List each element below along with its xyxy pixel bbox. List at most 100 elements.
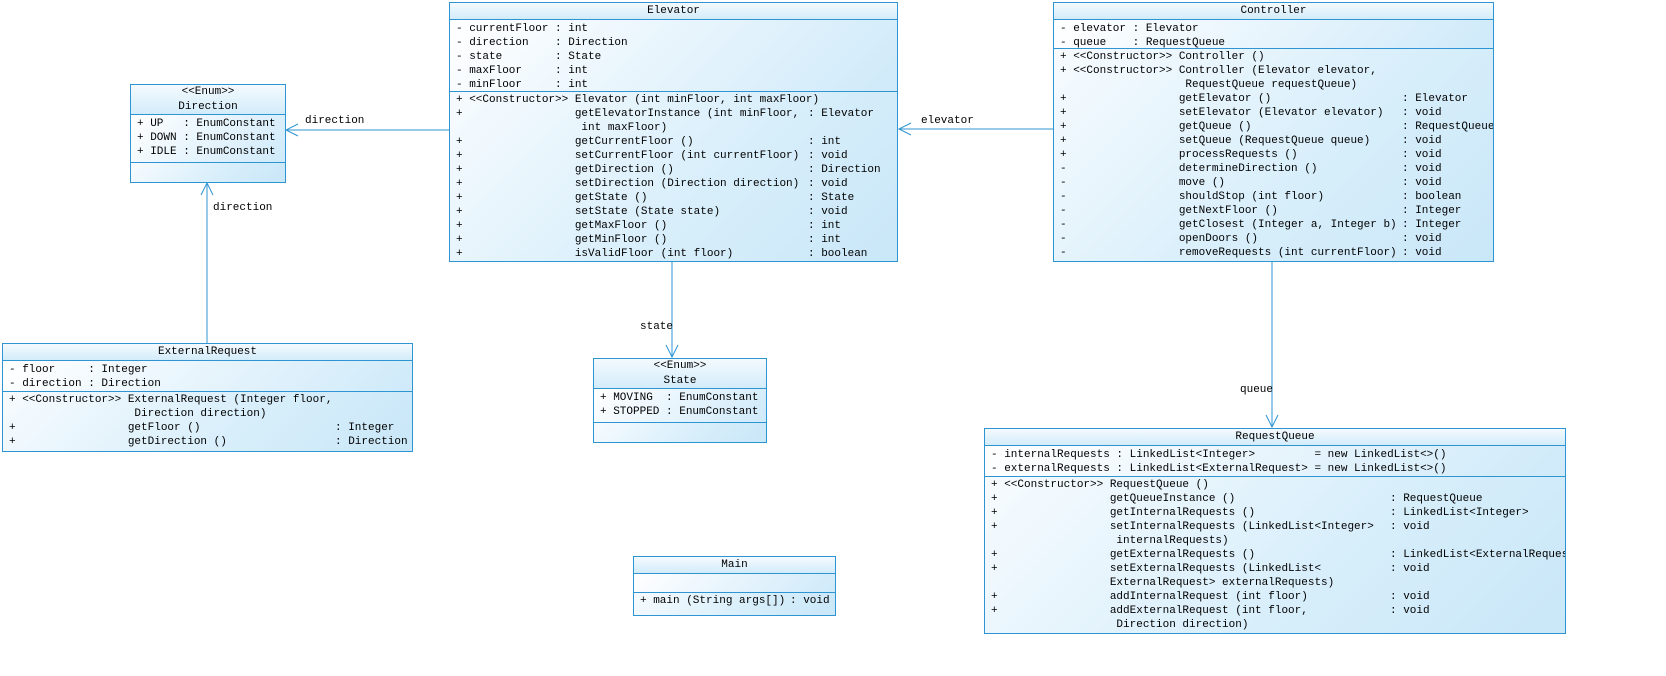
methods-compartment xyxy=(131,163,285,182)
connector-controller-requestqueue[interactable] xyxy=(1265,262,1279,429)
method-row: - determineDirection (): void xyxy=(1060,162,1493,176)
method-row-text: + getQueue () xyxy=(1060,121,1252,133)
attribute-row: - maxFloor : int xyxy=(456,64,897,78)
method-row: + <<Constructor>> Controller (Elevator e… xyxy=(1060,64,1493,92)
method-row: - getNextFloor () : Integer xyxy=(1060,204,1493,218)
class-title: RequestQueue xyxy=(985,429,1565,446)
attribute-row: - elevator : Elevator xyxy=(1060,22,1493,36)
method-row-return-type: : void xyxy=(1390,563,1430,575)
method-row-text: + setExternalRequests (LinkedList< Exter… xyxy=(991,563,1335,589)
class-box-state[interactable]: <<Enum>> State + MOVING : EnumConstant+ … xyxy=(593,358,767,443)
method-row-text: + getInternalRequests () xyxy=(991,507,1256,519)
attribute-row-text: - state : State xyxy=(456,51,602,63)
method-row-text: + processRequests () xyxy=(1060,149,1298,161)
method-row-return-type: : boolean xyxy=(808,248,868,260)
method-row: + getFloor (): Integer xyxy=(9,421,412,435)
method-row-text: - getNextFloor () xyxy=(1060,205,1278,217)
method-row-return-type: : Integer xyxy=(1402,205,1462,217)
method-row-return-type: : void xyxy=(1402,177,1442,189)
attribute-row: + IDLE : EnumConstant xyxy=(137,145,285,159)
method-row-text: + <<Constructor>> Controller (Elevator e… xyxy=(1060,65,1377,91)
attribute-row-text: - elevator : Elevator xyxy=(1060,23,1199,35)
connector-label-queue[interactable]: queue xyxy=(1240,384,1274,396)
connector-elevator-state[interactable] xyxy=(665,262,679,359)
method-row: + addExternalRequest (int floor, Directi… xyxy=(991,604,1565,632)
method-row-text: + setElevator (Elevator elevator) xyxy=(1060,107,1384,119)
method-row: + setInternalRequests (LinkedList<Intege… xyxy=(991,520,1565,548)
class-box-externalrequest[interactable]: ExternalRequest - floor : Integer- direc… xyxy=(2,343,413,452)
method-row: + getInternalRequests (): LinkedList<Int… xyxy=(991,506,1565,520)
method-row-text: + isValidFloor (int floor) xyxy=(456,248,734,260)
method-row-text: + addExternalRequest (int floor, Directi… xyxy=(991,605,1308,631)
method-row-text: + setState (State state) xyxy=(456,206,721,218)
method-row-text: + getFloor () xyxy=(9,422,201,434)
method-row-return-type: : State xyxy=(808,192,855,204)
attribute-row-text: + STOPPED : EnumConstant xyxy=(600,406,759,418)
method-row: + getState (): State xyxy=(456,191,897,205)
method-row-text: + getDirection () xyxy=(456,164,674,176)
attribute-row-text: - maxFloor : int xyxy=(456,65,589,77)
method-row-text: + getQueueInstance () xyxy=(991,493,1236,505)
method-row: + getDirection (): Direction xyxy=(9,435,412,449)
attributes-compartment: - elevator : Elevator- queue : RequestQu… xyxy=(1054,20,1493,49)
method-row-text: + setCurrentFloor (int currentFloor) xyxy=(456,150,800,162)
class-name: Direction xyxy=(178,101,238,113)
method-row-return-type: : void xyxy=(1402,135,1442,147)
method-row-return-type: : void xyxy=(1402,233,1442,245)
method-row-text: + <<Constructor>> ExternalRequest (Integ… xyxy=(9,394,333,420)
method-row-return-type: : Elevator xyxy=(808,108,875,120)
method-row-text: + <<Constructor>> RequestQueue () xyxy=(991,479,1209,491)
connector-label-direction-1[interactable]: direction xyxy=(305,115,365,127)
attributes-compartment xyxy=(634,574,835,593)
method-row: + setElevator (Elevator elevator): void xyxy=(1060,106,1493,120)
method-row-text: + getElevator () xyxy=(1060,93,1272,105)
method-row: - getClosest (Integer a, Integer b): Int… xyxy=(1060,218,1493,232)
class-box-direction[interactable]: <<Enum>> Direction + UP : EnumConstant+ … xyxy=(130,84,286,183)
method-row-return-type: : void xyxy=(1402,247,1442,259)
attribute-row-text: + DOWN : EnumConstant xyxy=(137,132,276,144)
class-title: Controller xyxy=(1054,3,1493,20)
class-box-elevator[interactable]: Elevator - currentFloor : int- direction… xyxy=(449,2,898,262)
method-row: + getQueueInstance (): RequestQueue xyxy=(991,492,1565,506)
method-row-return-type: : boolean xyxy=(1402,191,1462,203)
methods-compartment: + <<Constructor>> Elevator (int minFloor… xyxy=(450,92,897,261)
method-row: + setQueue (RequestQueue queue) : void xyxy=(1060,134,1493,148)
attribute-row-text: + UP : EnumConstant xyxy=(137,118,276,130)
method-row-text: + getElevatorInstance (int minFloor, int… xyxy=(456,108,800,134)
method-row-text: + getDirection () xyxy=(9,436,227,448)
method-row: + getMaxFloor (): int xyxy=(456,219,897,233)
attribute-row: - queue : RequestQueue xyxy=(1060,36,1493,48)
method-row-return-type: : Direction xyxy=(808,164,881,176)
method-row-return-type: : void xyxy=(1390,591,1430,603)
class-box-requestqueue[interactable]: RequestQueue - internalRequests : Linked… xyxy=(984,428,1566,634)
method-row-text: - removeRequests (int currentFloor) xyxy=(1060,247,1397,259)
method-row-text: + setQueue (RequestQueue queue) xyxy=(1060,135,1371,147)
class-box-controller[interactable]: Controller - elevator : Elevator- queue … xyxy=(1053,2,1494,262)
method-row-return-type: : int xyxy=(808,220,842,232)
class-box-main[interactable]: Main + main (String args[]): void xyxy=(633,556,836,616)
method-row: - openDoors (): void xyxy=(1060,232,1493,246)
method-row: + <<Constructor>> RequestQueue () xyxy=(991,478,1565,492)
method-row-text: - move () xyxy=(1060,177,1226,189)
class-name: ExternalRequest xyxy=(157,346,258,358)
method-row-return-type: : void xyxy=(808,178,848,190)
method-row: + setExternalRequests (LinkedList< Exter… xyxy=(991,562,1565,590)
attribute-row-text: - currentFloor : int xyxy=(456,23,589,35)
attributes-compartment: - currentFloor : int- direction : Direct… xyxy=(450,20,897,92)
class-title: Main xyxy=(634,557,835,574)
class-name: State xyxy=(663,375,697,387)
method-row: + processRequests (): void xyxy=(1060,148,1493,162)
attribute-row: + STOPPED : EnumConstant xyxy=(600,405,766,419)
attribute-row: - direction : Direction xyxy=(456,36,897,50)
method-row-text: + <<Constructor>> Controller () xyxy=(1060,51,1265,63)
connector-externalrequest-direction[interactable] xyxy=(200,181,214,343)
method-row: + getElevator (): Elevator xyxy=(1060,92,1493,106)
class-stereotype: <<Enum>> xyxy=(653,360,707,372)
connector-label-state[interactable]: state xyxy=(640,321,674,333)
attribute-row: + DOWN : EnumConstant xyxy=(137,131,285,145)
attribute-row-text: - minFloor : int xyxy=(456,79,589,91)
connector-label-elevator[interactable]: elevator xyxy=(921,115,974,127)
method-row: + getExternalRequests (): LinkedList<Ext… xyxy=(991,548,1565,562)
attributes-compartment: - floor : Integer- direction : Direction xyxy=(3,361,412,392)
connector-label-direction-2[interactable]: direction xyxy=(213,202,273,214)
